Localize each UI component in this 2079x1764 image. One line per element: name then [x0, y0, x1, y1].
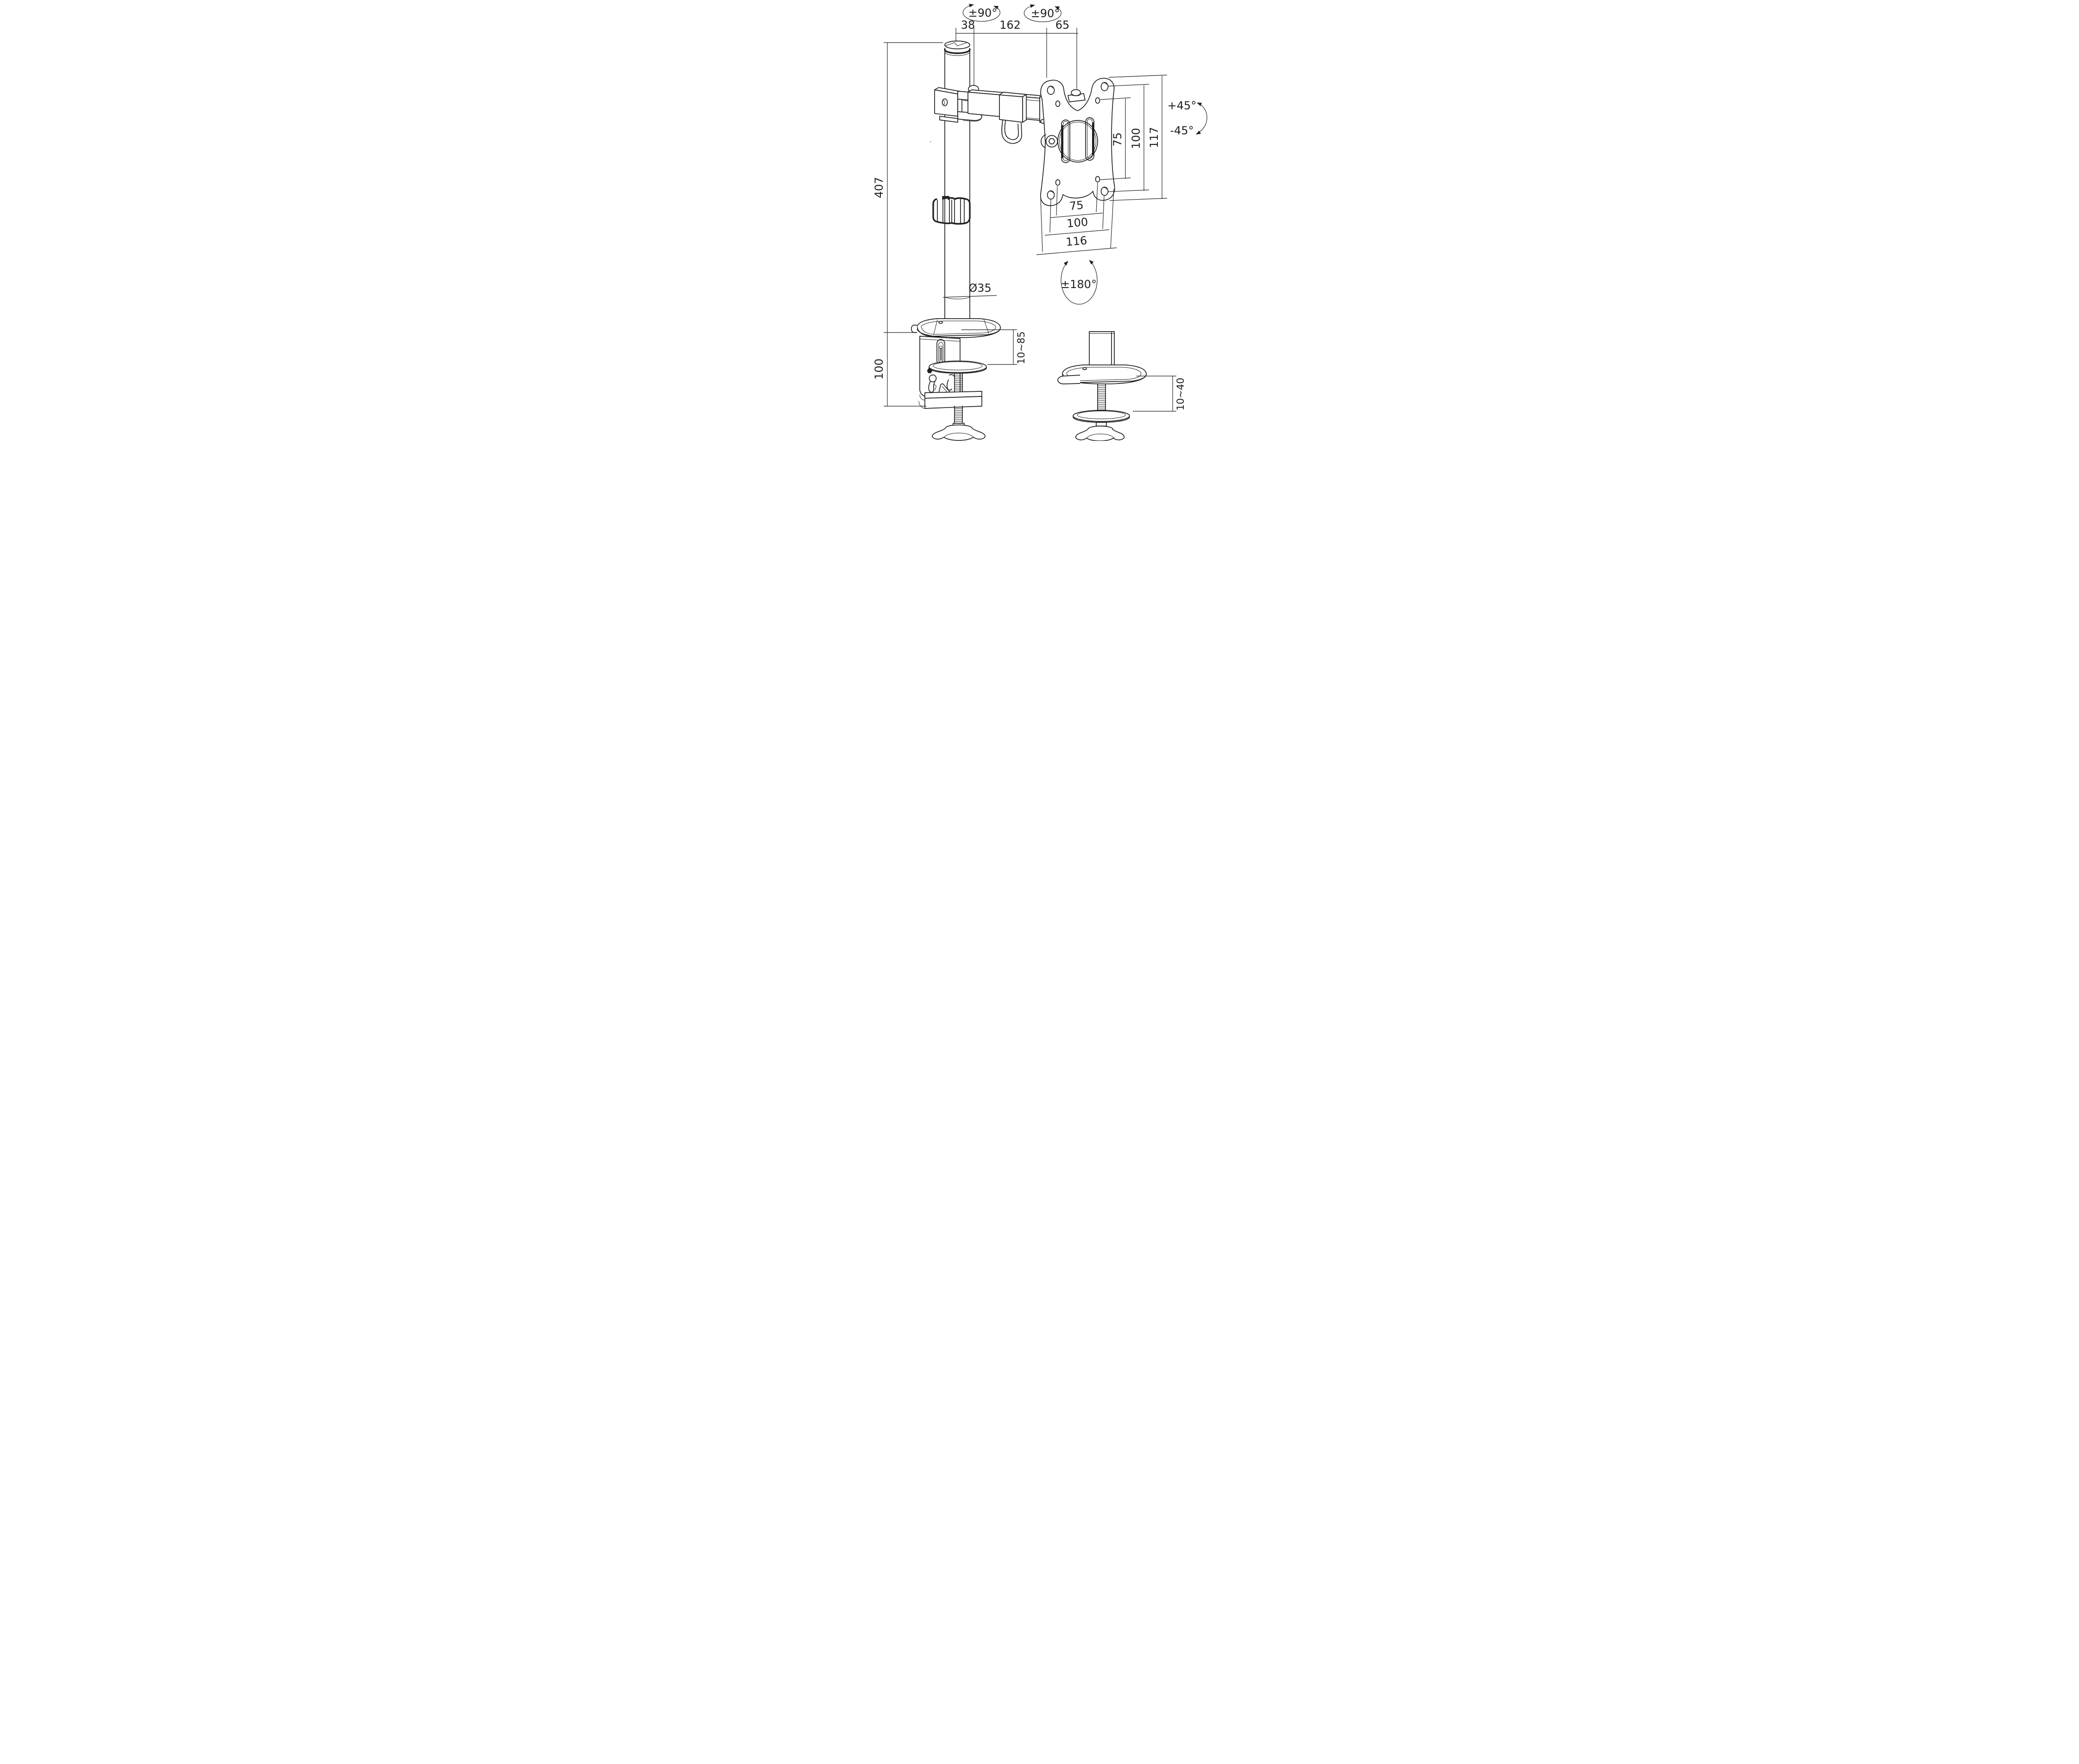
- pole-seam: [944, 295, 970, 300]
- pole-cap-band: [943, 49, 971, 54]
- dim-label-117: 117: [1148, 127, 1161, 148]
- cable-clip-collar: [932, 196, 971, 225]
- arm-clamp-block: [934, 89, 958, 117]
- base-plate-hole: [938, 320, 943, 324]
- dia-leader: [942, 295, 997, 298]
- technical-drawing-page: 38 162 65 ±90° ±90° 407 100 Ø35: [779, 0, 1300, 441]
- dim-label-75-horiz: 75: [1068, 199, 1084, 213]
- clamp-knob: [931, 424, 986, 441]
- grommet-pole: [1088, 331, 1115, 365]
- vesa-plate-outline: [1040, 78, 1115, 206]
- grommet-range-label: 10~40: [1175, 377, 1186, 410]
- swivel-arm: [934, 85, 1047, 144]
- dim-ticks-left: [883, 42, 943, 407]
- grommet-rod: [1097, 383, 1106, 412]
- grommet-mount-assembly: [1057, 331, 1147, 441]
- tilt-bolt: [1040, 134, 1058, 148]
- tilt-up-label: +45°: [1167, 99, 1196, 112]
- rotation-symbol-head: ±90°: [1024, 4, 1061, 22]
- base-plate-tab: [911, 325, 917, 333]
- swivel-label: ±180°: [1061, 278, 1097, 291]
- swivel-symbol: ±180°: [1060, 260, 1098, 305]
- rotation-head-label: ±90°: [1030, 7, 1060, 20]
- desk-clamp-assembly: [911, 141, 1001, 441]
- vesa-corner-holes: [1047, 82, 1108, 200]
- dim-label-100-vert: 100: [1130, 128, 1143, 149]
- clamp-pad: [928, 360, 987, 373]
- keyhole-right: [946, 374, 955, 391]
- grommet-plate-tab: [1057, 375, 1080, 384]
- dim-label-dia35: Ø35: [968, 282, 991, 295]
- tilt-symbol: +45° -45°: [1167, 99, 1207, 137]
- clamp-base-plate: [916, 318, 1001, 337]
- dim-label-162: 162: [999, 19, 1021, 31]
- dim-right-vertical: 75 100 117: [1100, 75, 1167, 201]
- vesa-inner-holes: [1055, 97, 1100, 186]
- clamp-screw-hole: [942, 98, 948, 107]
- dim-extension-lines-top: [955, 28, 1077, 89]
- tilt-arc: [1195, 102, 1207, 135]
- vesa-tab-dome: [1070, 89, 1081, 96]
- rotation-symbol-pole: ±90°: [962, 4, 1000, 22]
- dim-pole-diameter: Ø35: [942, 282, 997, 298]
- hex-socket: [1048, 138, 1055, 144]
- dim-label-100-left: 100: [873, 358, 886, 380]
- vesa-slots: [1061, 117, 1094, 163]
- grommet-knob: [1075, 426, 1124, 441]
- dim-grommet-range: 10~40: [1132, 376, 1186, 412]
- cable-hook: [1001, 120, 1022, 144]
- dim-label-38: 38: [961, 19, 975, 31]
- dim-clamp-range: 10~85: [961, 329, 1027, 365]
- dim-line-75h: [1050, 213, 1103, 218]
- swivel-arc: [1060, 260, 1098, 305]
- tilt-down-label: -45°: [1170, 124, 1193, 137]
- dim-label-116: 116: [1065, 234, 1087, 249]
- clamp-bottom-arm: [924, 396, 982, 409]
- clamp-screw-lower: [954, 406, 963, 424]
- monitor-arm-dimension-drawing: 38 162 65 ±90° ±90° 407 100 Ø35: [873, 4, 1207, 441]
- dim-bottom: 75 100 116: [1036, 182, 1117, 255]
- dim-line-116: [1036, 247, 1117, 255]
- dim-label-100-horiz: 100: [1066, 215, 1088, 230]
- clamp-range-label: 10~85: [1016, 331, 1027, 364]
- rotation-pole-label: ±90°: [968, 6, 997, 19]
- arm-slide-bracket: [999, 94, 1023, 123]
- dim-left: 407 100: [873, 42, 943, 407]
- dim-label-407: 407: [873, 177, 886, 198]
- dimensions: 38 162 65 ±90° ±90° 407 100 Ø35: [873, 4, 1207, 412]
- dim-top: 38 162 65: [955, 19, 1078, 89]
- pole-cap-seam: [945, 42, 967, 46]
- dim-label-75-vert: 75: [1111, 132, 1124, 147]
- dim-line-100h: [1044, 229, 1109, 236]
- hex-bolt: [1045, 135, 1058, 148]
- dim-label-65: 65: [1055, 19, 1069, 31]
- grommet-pad: [1072, 410, 1130, 422]
- pole: [932, 40, 971, 321]
- pole-top-cap: [944, 40, 970, 50]
